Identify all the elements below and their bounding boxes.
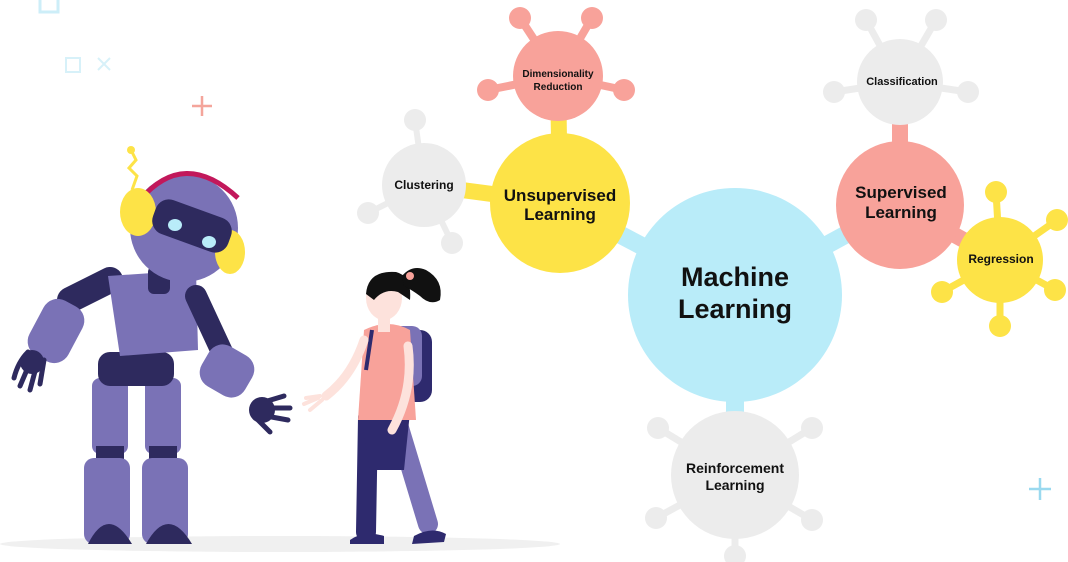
clustering-label: Clustering xyxy=(394,178,453,192)
machine-learning-root-node: Machine Learning xyxy=(628,188,842,402)
root-label-line2: Learning xyxy=(678,294,792,324)
supervised-learning-node: Supervised Learning xyxy=(836,141,964,269)
reinforcement-label-line2: Learning xyxy=(705,477,764,493)
classification-label: Classification xyxy=(866,76,938,88)
unsupervised-learning-node: Unsupervised Learning xyxy=(490,133,630,273)
reinforcement-learning-node: Reinforcement Learning xyxy=(645,411,823,562)
dimensionality-label-line1: Dimensionality xyxy=(522,69,594,80)
classification-node: Classification xyxy=(823,9,979,125)
unsupervised-label-line2: Learning xyxy=(524,205,596,224)
reinforcement-label-line1: Reinforcement xyxy=(686,460,784,476)
regression-node: Regression xyxy=(931,181,1068,337)
root-label-line1: Machine xyxy=(681,262,789,292)
supervised-label-line2: Learning xyxy=(865,203,937,222)
unsupervised-label-line1: Unsupervised xyxy=(504,186,616,205)
girl-icon xyxy=(302,268,446,544)
supervised-label-line1: Supervised xyxy=(855,183,947,202)
dimensionality-label-line2: Reduction xyxy=(534,82,583,93)
clustering-node: Clustering xyxy=(357,109,466,254)
regression-label: Regression xyxy=(968,252,1033,266)
robot-icon xyxy=(11,146,293,544)
dimensionality-reduction-node: Dimensionality Reduction xyxy=(477,7,635,121)
